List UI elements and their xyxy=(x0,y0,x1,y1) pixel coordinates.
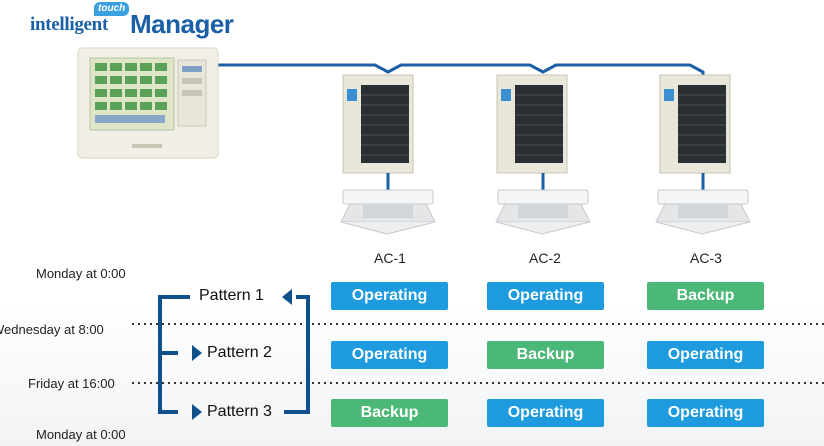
network-line xyxy=(218,63,705,78)
status-badge-p1-ac2: Operating xyxy=(487,282,604,310)
outdoor-unit-1 xyxy=(342,74,414,174)
time-monday-end: Monday at 0:00 xyxy=(36,427,126,442)
status-badge-p1-ac3: Backup xyxy=(647,282,764,310)
pattern-label-1: Pattern 1 xyxy=(199,287,264,304)
status-badge-p2-ac1: Operating xyxy=(331,341,448,369)
outdoor-unit-2 xyxy=(496,74,568,174)
ac-label-2: AC-2 xyxy=(529,250,561,266)
time-wednesday: Wednesday at 8:00 xyxy=(0,322,104,337)
status-badge-p1-ac1: Operating xyxy=(331,282,448,310)
status-badge-p3-ac2: Operating xyxy=(487,399,604,427)
status-badge-p3-ac3: Operating xyxy=(647,399,764,427)
status-badge-p2-ac2: Backup xyxy=(487,341,604,369)
ac-label-1: AC-1 xyxy=(374,250,406,266)
pattern-label-2: Pattern 2 xyxy=(207,344,272,361)
pattern-label-3: Pattern 3 xyxy=(207,403,272,420)
indoor-unit-1 xyxy=(340,189,436,235)
time-friday: Friday at 16:00 xyxy=(28,376,115,391)
logo-intelligent-text: intelligent xyxy=(30,14,108,35)
logo-touch-text: touch xyxy=(94,2,130,16)
arrow-heads xyxy=(192,289,292,420)
status-badge-p3-ac1: Backup xyxy=(331,399,448,427)
controller-panel xyxy=(77,47,219,159)
outdoor-unit-3 xyxy=(659,74,731,174)
indoor-unit-2 xyxy=(495,189,591,235)
logo-manager-text: Manager xyxy=(130,9,234,39)
intelligent-touch-manager-logo: touch intelligent Manager xyxy=(30,2,270,42)
pattern-cycle-arrows xyxy=(158,295,310,414)
time-monday-start: Monday at 0:00 xyxy=(36,266,126,281)
ac-label-3: AC-3 xyxy=(690,250,722,266)
status-badge-p2-ac3: Operating xyxy=(647,341,764,369)
indoor-unit-3 xyxy=(655,189,751,235)
